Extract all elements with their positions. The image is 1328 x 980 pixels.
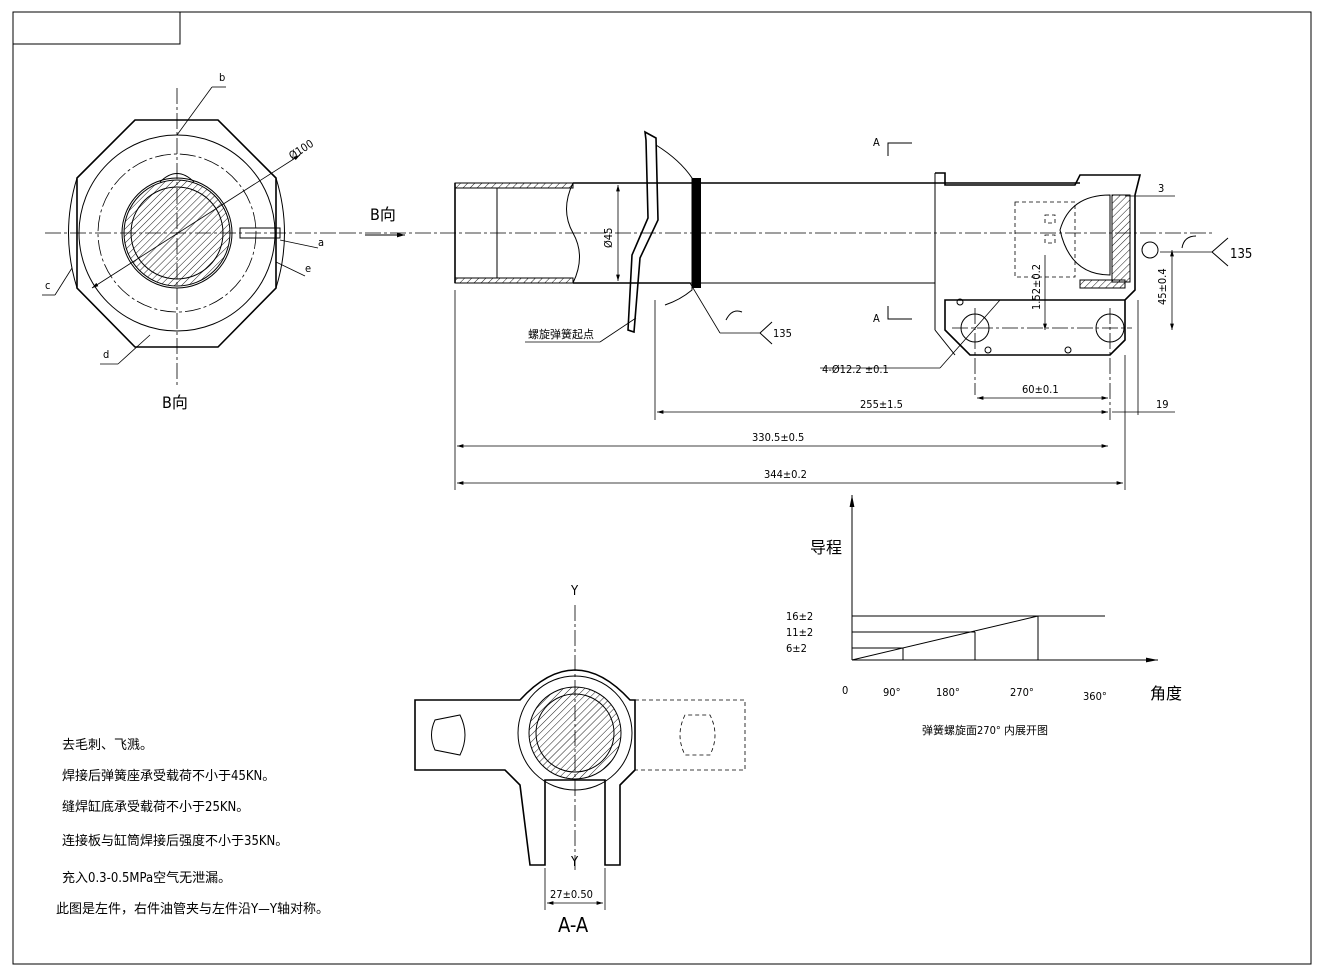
seal-ring — [692, 178, 701, 288]
section-axis-top: Y — [570, 584, 579, 599]
section-axis-bottom: Y — [570, 855, 579, 870]
spring-start-label: 螺旋弹簧起点 — [528, 327, 594, 341]
x-tick-0: 0 — [842, 684, 848, 697]
dim-3: 3 — [1158, 182, 1164, 195]
x-tick-180: 180° — [936, 686, 960, 699]
dim-19: 19 — [1156, 398, 1169, 411]
dim-344: 344±0.2 — [764, 468, 807, 481]
side-view: B向 Ø45 螺旋弹簧起点 135 A — [340, 130, 1252, 490]
label-c: c — [45, 279, 50, 292]
title-block-corner — [12, 11, 181, 45]
drawing-border — [12, 11, 1312, 965]
label-a: a — [318, 236, 324, 249]
view-b-label: B向 — [162, 393, 188, 412]
weld-135-b: 135 — [1230, 247, 1252, 262]
label-b: b — [219, 71, 225, 84]
chart-ylabel: 导程 — [810, 538, 842, 557]
dim-330: 330.5±0.5 — [752, 431, 804, 444]
section-name: A-A — [558, 913, 589, 937]
dim-27: 27±0.50 — [550, 888, 593, 901]
x-tick-360: 360° — [1083, 690, 1107, 703]
label-d: d — [103, 348, 109, 361]
section-a-bottom: A — [873, 312, 880, 325]
dim-d100: Ø100 — [287, 137, 316, 162]
dim-60: 60±0.1 — [1022, 383, 1059, 396]
note-3: 缝焊缸底承受载荷不小于25KN。 — [62, 799, 249, 815]
y-tick-16: 16±2 — [786, 610, 813, 623]
dim-152: 1.52±0.2 — [1030, 264, 1043, 310]
chart-xlabel: 角度 — [1150, 684, 1182, 703]
holes-label: 4-Ø12.2 ±0.1 — [822, 363, 889, 376]
note-2: 焊接后弹簧座承受载荷不小于45KN。 — [62, 768, 275, 784]
x-tick-270: 270° — [1010, 686, 1034, 699]
note-5: 充入0.3-0.5MPa空气无泄漏。 — [62, 870, 231, 886]
lead-chart: 导程 角度 16±2 11±2 6±2 0 90° 180° 270° 360°… — [786, 495, 1182, 737]
x-tick-90: 90° — [883, 686, 901, 699]
note-1: 去毛刺、飞溅。 — [62, 738, 153, 753]
front-view: b Ø100 a e c d B向 — [42, 71, 340, 412]
section-view: Y Y 27±0.50 A-A — [414, 584, 746, 937]
dim-45: 45±0.4 — [1156, 268, 1169, 305]
dim-255: 255±1.5 — [860, 398, 903, 411]
section-a-top: A — [873, 136, 880, 149]
technical-notes: 去毛刺、飞溅。 焊接后弹簧座承受载荷不小于45KN。 缝焊缸底承受载荷不小于25… — [56, 738, 329, 917]
label-e: e — [305, 262, 311, 275]
note-6: 此图是左件，右件油管夹与左件沿Y—Y轴对称。 — [56, 902, 329, 917]
dim-045: Ø45 — [602, 228, 615, 248]
view-b-arrow-label: B向 — [370, 205, 396, 224]
chart-caption: 弹簧螺旋面270° 内展开图 — [922, 723, 1048, 737]
note-4: 连接板与缸筒焊接后强度不小于35KN。 — [62, 833, 288, 849]
y-tick-11: 11±2 — [786, 626, 813, 639]
y-tick-6: 6±2 — [786, 642, 807, 655]
weld-135-a: 135 — [773, 327, 792, 340]
